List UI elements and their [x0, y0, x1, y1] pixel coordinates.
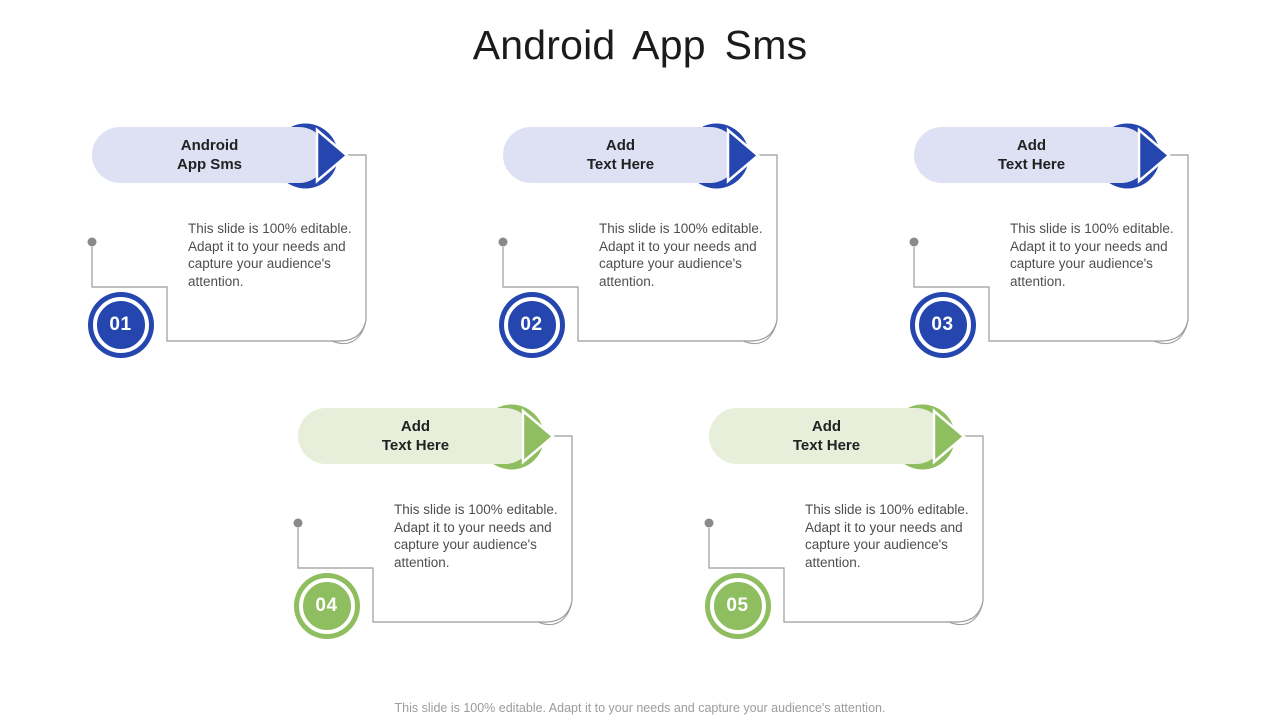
page-curl-line — [948, 603, 983, 626]
card-heading-line1: Add — [605, 137, 636, 154]
card-04-graphic — [293, 404, 573, 626]
header-pill — [298, 408, 533, 464]
arrowhead-icon — [315, 127, 349, 184]
step-number-badge: 05 — [709, 578, 766, 634]
header-pill — [503, 127, 738, 183]
connector-outline — [502, 154, 778, 342]
step-card-04: Add Text Here This slide is 100% editabl… — [293, 404, 598, 693]
step-number-badge: 03 — [914, 297, 971, 353]
card-heading-line2: Text Here — [586, 156, 655, 173]
card-heading-line2: App Sms — [176, 156, 242, 173]
footer-note: This slide is 100% editable. Adapt it to… — [394, 701, 886, 715]
card-05-graphic — [704, 404, 984, 626]
card-body-text: This slide is 100% editable. Adapt it to… — [805, 502, 969, 570]
header-pill — [709, 408, 944, 464]
card-03-graphic — [909, 123, 1189, 345]
arrowhead-icon — [1137, 127, 1171, 184]
card-body-text: This slide is 100% editable. Adapt it to… — [188, 221, 352, 289]
connector-outline — [91, 154, 367, 342]
header-pill — [914, 127, 1149, 183]
page-curl-line — [1153, 322, 1188, 345]
card-heading-line2: Text Here — [381, 437, 450, 454]
card-heading: Add Text Here — [709, 408, 944, 464]
connector-outline — [708, 435, 984, 623]
card-heading: Add Text Here — [298, 408, 533, 464]
card-body-text: This slide is 100% editable. Adapt it to… — [394, 502, 558, 570]
page-curl-line — [331, 322, 366, 345]
card-heading-line1: Android — [180, 137, 239, 154]
page-title: Android App Sms — [472, 22, 808, 68]
step-card-03: Add Text Here This slide is 100% editabl… — [909, 123, 1214, 412]
card-heading-line1: Add — [811, 418, 842, 435]
header-pill — [92, 127, 327, 183]
step-card-01: Android App Sms This slide is 100% edita… — [87, 123, 392, 412]
card-heading: Add Text Here — [914, 127, 1149, 183]
step-number-badge: 04 — [298, 578, 355, 634]
connector-dot — [498, 237, 508, 247]
card-body-text: This slide is 100% editable. Adapt it to… — [1010, 221, 1174, 289]
page-curl-line — [742, 322, 777, 345]
card-heading-line1: Add — [1016, 137, 1047, 154]
arrowhead-icon — [521, 408, 555, 465]
step-card-02: Add Text Here This slide is 100% editabl… — [498, 123, 803, 412]
card-body-text: This slide is 100% editable. Adapt it to… — [599, 221, 763, 289]
card-02-graphic — [498, 123, 778, 345]
arrowhead-icon — [726, 127, 760, 184]
connector-dot — [909, 237, 919, 247]
card-heading-line2: Text Here — [997, 156, 1066, 173]
page-curl-line — [537, 603, 572, 626]
step-number-badge: 02 — [503, 297, 560, 353]
connector-outline — [297, 435, 573, 623]
connector-dot — [87, 237, 97, 247]
card-heading-line2: Text Here — [792, 437, 861, 454]
connector-outline — [913, 154, 1189, 342]
card-01-graphic — [87, 123, 367, 345]
card-heading: Android App Sms — [92, 127, 327, 183]
arrowhead-icon — [932, 408, 966, 465]
step-card-05: Add Text Here This slide is 100% editabl… — [704, 404, 1009, 693]
card-heading: Add Text Here — [503, 127, 738, 183]
step-number-badge: 01 — [92, 297, 149, 353]
connector-dot — [704, 518, 714, 528]
connector-dot — [293, 518, 303, 528]
card-heading-line1: Add — [400, 418, 431, 435]
